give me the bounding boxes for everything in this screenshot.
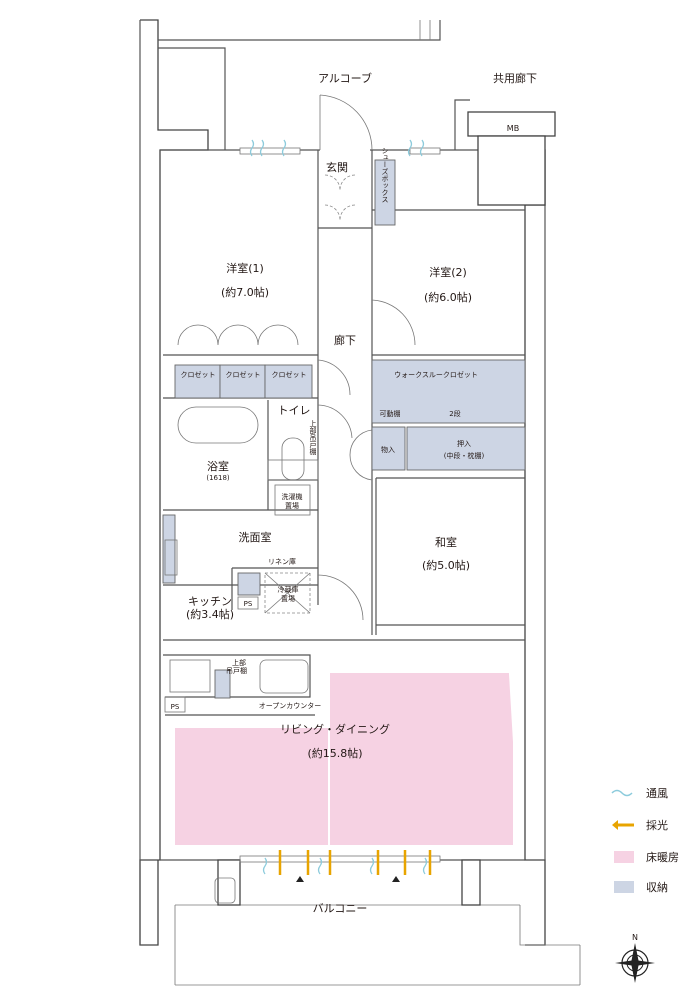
closet-label: クロゼット — [181, 370, 216, 379]
floor-heating-area — [330, 673, 513, 845]
toilet-label: トイレ — [278, 404, 311, 417]
hallway-label: 廊下 — [334, 333, 356, 347]
storage-swatch — [614, 881, 634, 893]
kitchen-name: キッチン — [188, 595, 232, 608]
storage-label: 物入 — [381, 445, 395, 454]
washroom-label: 洗面室 — [239, 530, 272, 544]
light-arrow-icon — [278, 850, 432, 875]
japanese-room-size: (約5.0帖) — [422, 558, 470, 572]
alcove-label: アルコーブ — [318, 71, 372, 85]
washer-label: 洗濯機 — [282, 492, 303, 501]
top-windows — [239, 147, 441, 863]
window-marker — [296, 876, 400, 882]
legend-label: 収納 — [646, 881, 668, 894]
wind-icon — [249, 139, 428, 875]
outer-walls — [139, 19, 581, 986]
western2-name: 洋室(2) — [429, 265, 467, 279]
kitchen-cabinet-label: 上部 — [232, 658, 246, 667]
oshiire-detail: (中段・枕棚) — [444, 451, 485, 460]
floor-heating-area — [175, 728, 328, 845]
door-swings — [177, 94, 416, 621]
compass-north-label: N — [632, 933, 638, 942]
floor-heating-swatch — [614, 851, 634, 863]
legend-label: 採光 — [646, 818, 668, 832]
open-counter-label: オープンカウンター — [259, 701, 322, 710]
common-corridor-label: 共用廊下 — [493, 71, 537, 85]
washer-label: 置場 — [285, 501, 299, 510]
shoe-box-label: シューズボックス — [381, 147, 389, 203]
closet-label: クロゼット — [272, 370, 307, 379]
linen-label: リネン庫 — [268, 557, 296, 566]
balcony-label: バルコニー — [313, 902, 368, 915]
closet-label: クロゼット — [226, 370, 261, 379]
room-labels: アルコーブ 共用廊下 玄関 シューズボックス 洋室(1) (約7.0帖) 洋室(… — [171, 71, 537, 915]
western2-size: (約6.0帖) — [424, 290, 472, 304]
fridge-label: 冷蔵庫 — [278, 585, 299, 594]
bath-size: (1618) — [206, 474, 230, 482]
fridge-label: 置場 — [281, 594, 295, 603]
ps-label: PS — [171, 703, 180, 711]
movable-shelf-label: 可動棚 — [380, 409, 401, 418]
western1-size: (約7.0帖) — [221, 285, 269, 299]
ldk-name: リビング・ダイニング — [280, 722, 390, 736]
legend: 通風 採光 床暖房 収納 — [611, 787, 679, 894]
upper-cabinet-label: 上部吊戸棚 — [309, 419, 317, 456]
fixtures — [164, 406, 311, 713]
wind-icon — [611, 789, 633, 797]
ps-label: PS — [244, 600, 253, 608]
legend-label: 床暖房 — [646, 850, 679, 864]
kitchen-cabinet-label: 吊戸棚 — [226, 666, 247, 675]
two-tier-label: 2段 — [449, 409, 460, 418]
bath-label: 浴室 — [207, 459, 229, 473]
oshiire-label: 押入 — [457, 439, 471, 448]
legend-label: 通風 — [646, 787, 668, 800]
compass-icon: N — [615, 933, 655, 983]
walk-through-closet-label: ウォークスルークロゼット — [394, 370, 478, 379]
storage-areas — [162, 159, 526, 699]
ldk-size: (約15.8帖) — [307, 746, 362, 760]
entrance-label: 玄関 — [326, 160, 348, 174]
western1-name: 洋室(1) — [226, 261, 264, 275]
mb-box — [467, 111, 556, 137]
kitchen-size: (約3.4帖) — [186, 607, 234, 621]
japanese-room-name: 和室 — [435, 535, 457, 549]
mb-label: MB — [507, 124, 519, 133]
